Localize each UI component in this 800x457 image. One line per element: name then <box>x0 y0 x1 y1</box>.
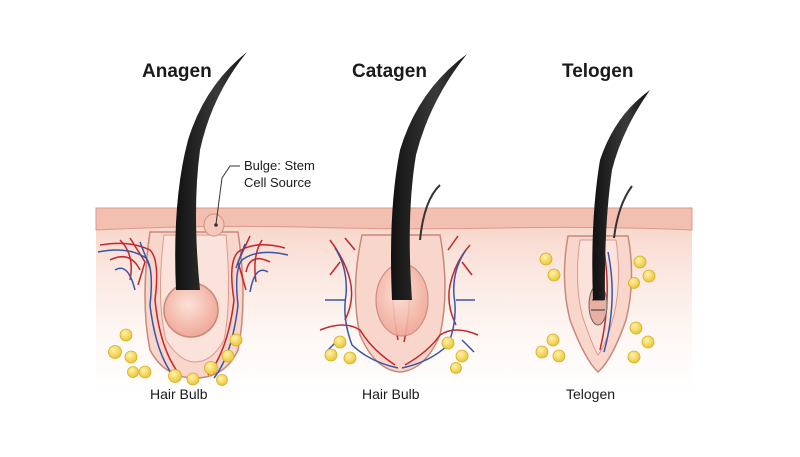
anagen-bottom-label: Hair Bulb <box>150 386 208 402</box>
callout-line-2: Cell Source <box>244 175 312 190</box>
fat-cells <box>108 252 656 386</box>
anagen-follicle <box>97 52 289 379</box>
bulge-callout-line <box>215 165 240 225</box>
bulge <box>203 213 225 237</box>
callout-line-1: Bulge: Stem <box>244 158 315 173</box>
catagen-follicle <box>319 54 479 373</box>
telogen-follicle <box>563 90 650 374</box>
catagen-hair <box>391 54 467 300</box>
telogen-bottom-label: Telogen <box>566 386 616 402</box>
telogen-title: Telogen <box>562 61 634 82</box>
telogen-hair <box>592 90 650 300</box>
catagen-title: Catagen <box>352 61 427 82</box>
anagen-bulb <box>163 282 219 338</box>
anagen-hair <box>175 52 247 290</box>
anagen-title: Anagen <box>142 61 212 82</box>
bulge-callout: Bulge: Stem Cell Source <box>244 157 315 191</box>
catagen-bottom-label: Hair Bulb <box>362 386 420 402</box>
